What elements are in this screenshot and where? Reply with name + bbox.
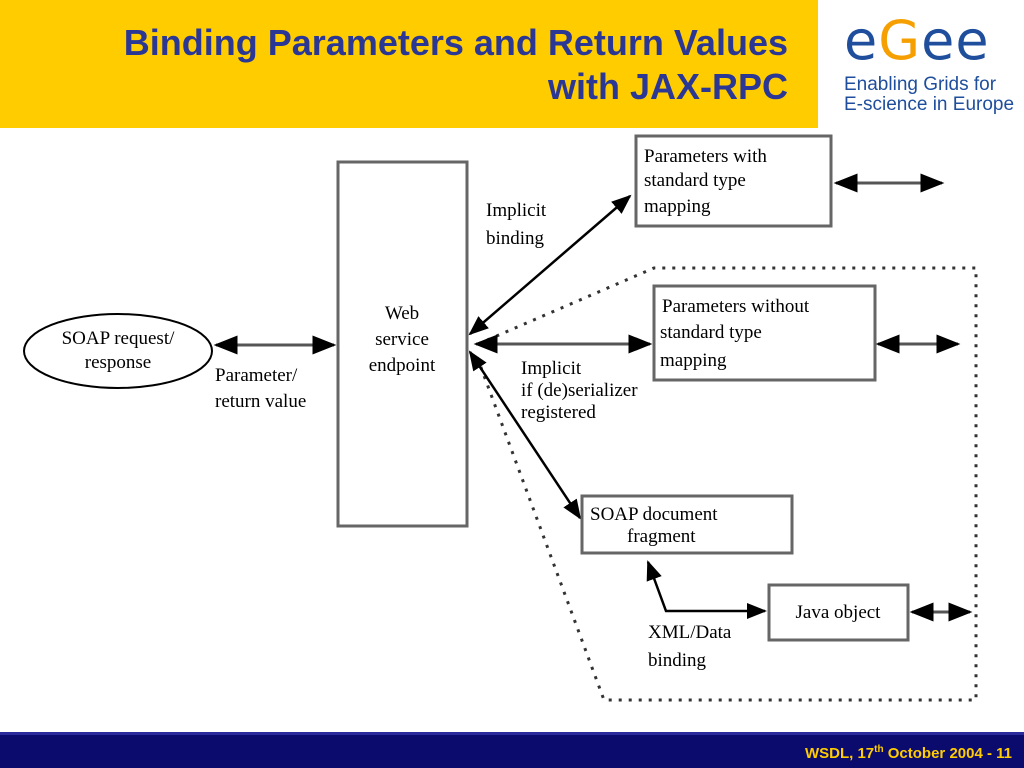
params-standard-label-1: Parameters with (644, 146, 767, 167)
param-return-label-2: return value (215, 391, 306, 412)
jax-rpc-binding-diagram: SOAP request/ response Parameter/ return… (23, 134, 978, 702)
params-standard-label-2: standard type (644, 170, 746, 191)
logo-wordmark: eGee (844, 9, 990, 72)
implicit-serializer-label-1: Implicit (521, 358, 582, 379)
soap-fragment-box (580, 494, 794, 555)
soap-request-label-2: response (85, 352, 151, 373)
soap-fragment-arrow (468, 350, 582, 520)
footer-caption: WSDL, 17th October 2004 - 11 (804, 744, 1012, 762)
implicit-serializer-label-3: registered (521, 402, 596, 423)
egee-logo: eGee Enabling Grids for E-science in Eur… (818, 0, 1024, 128)
soap-fragment-label-1: SOAP document (590, 504, 718, 525)
java-object-box (767, 583, 910, 642)
page-title-line-2: with JAX-RPC (547, 66, 788, 107)
xml-binding-connector (646, 560, 767, 619)
xml-binding-label-2: binding (648, 650, 707, 671)
logo-tagline-1: Enabling Grids for (844, 74, 997, 95)
soap-request-ellipse (23, 313, 213, 389)
footer-bar: WSDL, 17th October 2004 - 11 (0, 732, 1024, 768)
soap-fragment-label-2: fragment (627, 526, 696, 547)
params-nonstandard-label-1: Parameters without (662, 296, 810, 317)
params-nonstandard-box (652, 284, 877, 382)
params-nonstandard-label-2: standard type (660, 322, 762, 343)
java-object-label: Java object (796, 602, 882, 623)
params-standard-label-3: mapping (644, 196, 711, 217)
title-banner: Binding Parameters and Return Values wit… (0, 0, 818, 128)
xml-binding-label-1: XML/Data (648, 622, 732, 643)
endpoint-label-2: service (375, 329, 429, 350)
implicit-binding-label-1: Implicit (486, 200, 547, 221)
implicit-serializer-label-2: if (de)serializer (521, 380, 638, 401)
implicit-binding-arrow (468, 194, 632, 336)
web-service-endpoint-box (336, 160, 469, 528)
param-return-label-1: Parameter/ (215, 365, 298, 386)
logo-tagline-2: E-science in Europe (844, 94, 1015, 115)
endpoint-label-3: endpoint (369, 355, 436, 376)
endpoint-label-1: Web (385, 303, 419, 324)
page-title-line-1: Binding Parameters and Return Values (123, 22, 788, 63)
implicit-binding-label-2: binding (486, 228, 545, 249)
soap-request-label-1: SOAP request/ (62, 328, 175, 349)
params-standard-box (634, 134, 833, 228)
params-nonstandard-label-3: mapping (660, 350, 727, 371)
